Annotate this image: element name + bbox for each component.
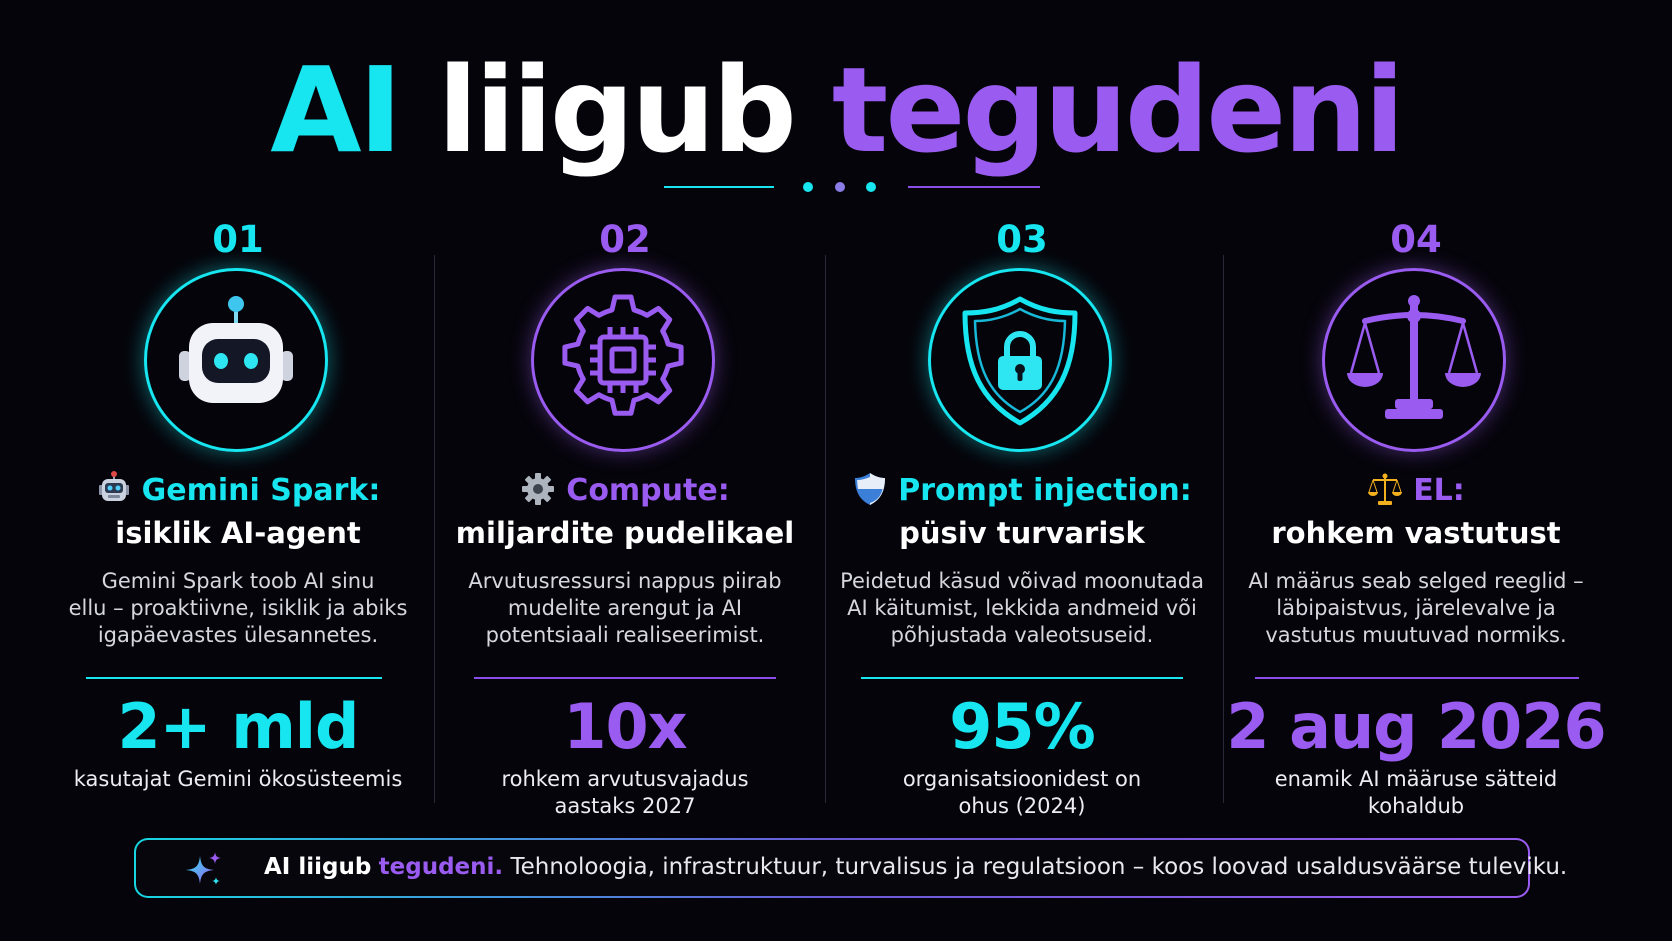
column-stat-label: kasutajat Gemini ökosüsteemis [73, 767, 403, 791]
column-gemini-spark: 01 Gemini Spark: isiklik AI-agent Gemini… [38, 210, 438, 830]
title-part-tegudeni: tegudeni [831, 41, 1405, 179]
column-heading: miljardite pudelikael [455, 516, 795, 550]
title-part-liigub: liigub [437, 41, 797, 179]
column-stat: 10x [563, 690, 687, 763]
column-heading-accent: Prompt injection: [822, 472, 1222, 510]
sparkle-icon [186, 852, 221, 885]
shield-lock-icon [962, 296, 1078, 426]
divider-dot [866, 182, 876, 192]
gear-emoji-icon [522, 472, 555, 505]
title-part-ai: AI [270, 41, 402, 179]
column-description: Arvutusressursi nappus piirab mudelite a… [468, 569, 782, 647]
divider-dot [835, 182, 845, 192]
column-number: 04 [1390, 218, 1442, 261]
column-heading-accent: Gemini Spark: [38, 470, 438, 510]
heading-accent-text: EL: [1413, 473, 1465, 508]
column-description: Gemini Spark toob AI sinu ellu – proakti… [68, 569, 408, 647]
column-heading: rohkem vastutust [1271, 516, 1561, 550]
column-rule [861, 677, 1183, 679]
scales-emoji-icon [1368, 473, 1403, 505]
column-description: AI määrus seab selged reeglid – läbipais… [1248, 569, 1584, 647]
column-separator [825, 255, 826, 803]
scales-icon [1347, 295, 1481, 419]
column-heading-accent: Compute: [425, 472, 825, 510]
heading-accent-text: Prompt injection: [898, 473, 1192, 508]
column-stat: 95% [949, 690, 1095, 763]
footer-text: AI liigub tegudeni. Tehnoloogia, infrast… [264, 854, 1567, 880]
column-number: 01 [212, 218, 264, 261]
heading-accent-text: Compute: [566, 473, 730, 508]
page-title: AI liigub tegudeni [0, 40, 1672, 182]
column-stat-label: enamik AI määruse sätteid kohaldub [1274, 767, 1558, 818]
column-heading: püsiv turvarisk [899, 516, 1145, 550]
footer-body-text: Tehnoloogia, infrastruktuur, turvalisus … [503, 854, 1568, 880]
footer-bold-liigub: AI liigub [264, 854, 372, 880]
shield-emoji-icon [855, 472, 886, 505]
divider-dot [803, 182, 813, 192]
column-number: 03 [996, 218, 1048, 261]
footer-banner: AI liigub tegudeni. Tehnoloogia, infrast… [134, 838, 1567, 898]
gear-chip-icon-ring [531, 268, 715, 452]
column-rule [474, 677, 776, 679]
divider-line-right [908, 186, 1040, 188]
column-stat-label: rohkem arvutusvajadus aastaks 2027 [501, 767, 749, 818]
column-description: Peidetud käsud võivad moonutada AI käitu… [840, 569, 1204, 647]
heading-accent-text: Gemini Spark: [141, 473, 381, 508]
column-separator [1223, 255, 1224, 803]
column-stat: 2+ mld [117, 690, 360, 763]
divider-line-left [664, 186, 774, 188]
robot-icon-ring [144, 268, 328, 452]
column-heading: isiklik AI-agent [115, 516, 361, 550]
gear-chip-icon [562, 294, 684, 416]
column-heading-accent: EL: [1216, 473, 1616, 510]
column-number: 02 [599, 218, 651, 261]
column-el: 04 [1216, 210, 1616, 830]
footer-bold-tegudeni: tegudeni. [378, 854, 504, 880]
title-divider [0, 180, 1672, 194]
column-stat-label: organisatsioonidest on ohus (2024) [902, 767, 1142, 818]
shield-lock-icon-ring [928, 268, 1112, 452]
column-separator [434, 255, 435, 803]
column-prompt-injection: 03 Prompt injection: püsiv turvarisk Pei… [822, 210, 1222, 830]
robot-icon [179, 296, 293, 403]
scales-icon-ring [1322, 268, 1506, 452]
robot-emoji-icon [98, 470, 129, 501]
column-rule [86, 677, 382, 679]
column-compute: 02 [425, 210, 825, 830]
column-rule [1255, 677, 1579, 679]
column-stat: 2 aug 2026 [1226, 690, 1606, 763]
